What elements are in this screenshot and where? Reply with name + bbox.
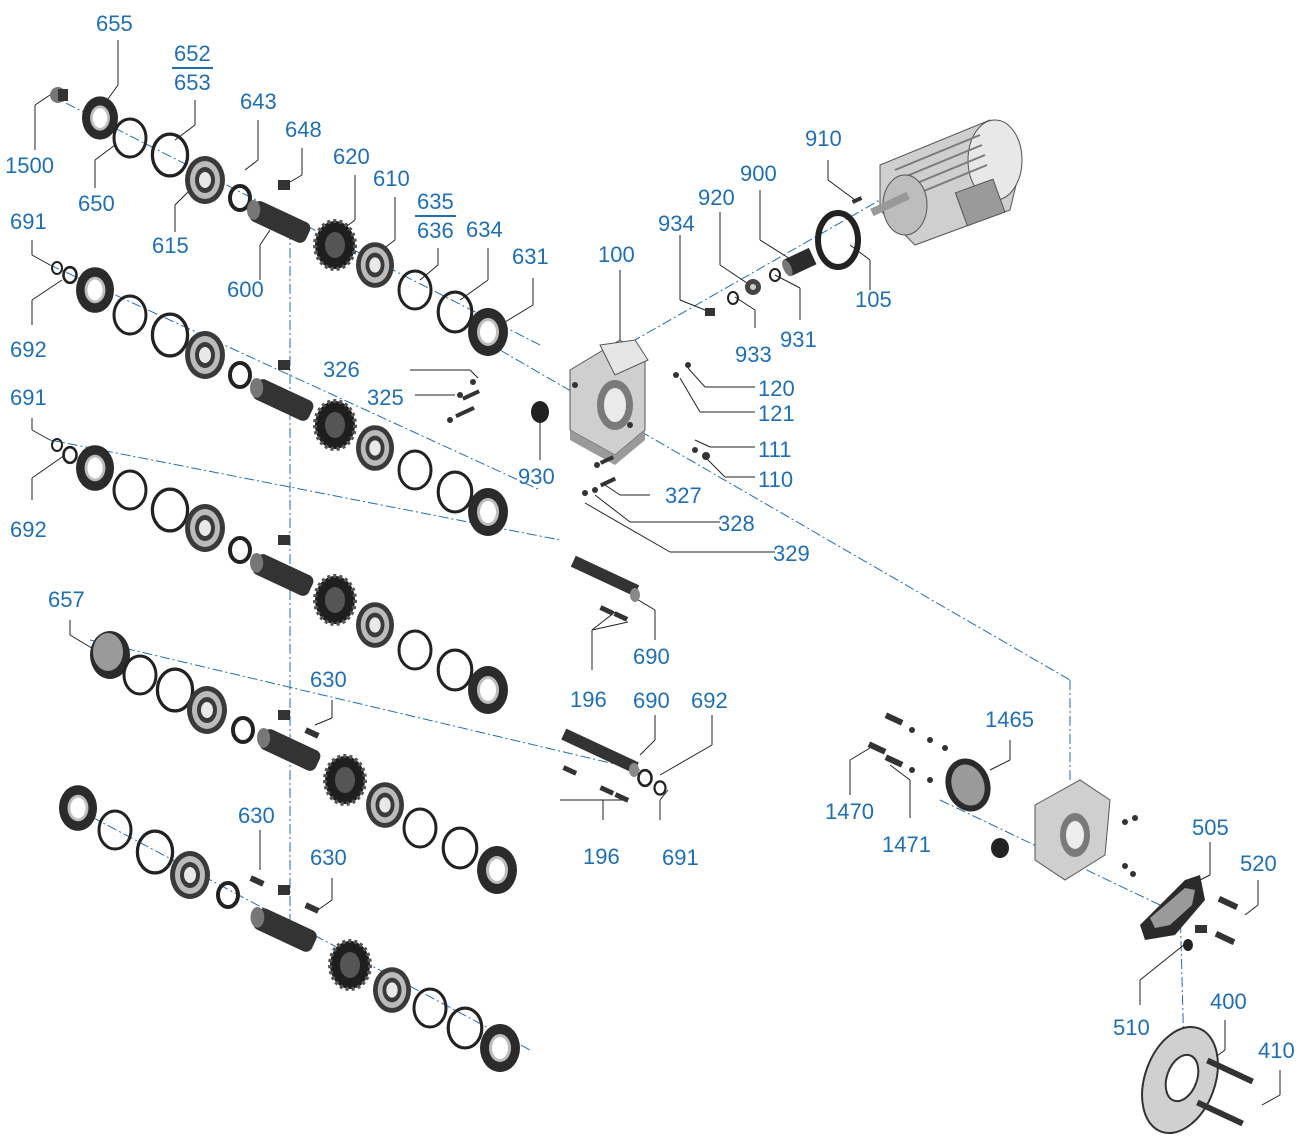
callout-100: 100 <box>598 242 635 267</box>
secondary-housing <box>991 779 1138 881</box>
callout-196-b: 196 <box>583 844 620 869</box>
callout-510: 510 <box>1113 1015 1150 1040</box>
callout-691-c: 691 <box>662 845 699 870</box>
callout-196-a: 196 <box>570 687 607 712</box>
callout-900: 900 <box>740 161 777 186</box>
callout-120: 120 <box>758 376 795 401</box>
callout-630-a: 630 <box>310 667 347 692</box>
output-shaft-upper <box>570 555 640 622</box>
callout-610: 610 <box>373 166 410 191</box>
callout-636: 636 <box>417 218 454 243</box>
callout-934: 934 <box>658 211 695 236</box>
callout-652: 652 <box>172 42 213 69</box>
callout-692-b: 692 <box>10 517 47 542</box>
callout-410: 410 <box>1258 1038 1295 1063</box>
callout-325: 325 <box>367 385 404 410</box>
shaft-assembly-row-2 <box>51 261 508 536</box>
callout-110: 110 <box>758 467 794 492</box>
output-shaft-lower <box>561 728 667 803</box>
callout-933: 933 <box>735 342 772 367</box>
callout-634: 634 <box>466 217 503 242</box>
callout-655: 655 <box>96 11 133 36</box>
cover-1465 <box>945 758 991 812</box>
callout-635: 635 <box>415 190 456 217</box>
callout-920: 920 <box>698 185 735 210</box>
callout-931: 931 <box>780 327 817 352</box>
callout-692-c: 692 <box>691 688 728 713</box>
callout-615: 615 <box>152 233 189 258</box>
housing-fasteners <box>447 362 710 496</box>
callout-650: 650 <box>78 191 115 216</box>
callout-630-b: 630 <box>238 803 275 828</box>
callout-111: 111 <box>758 437 792 462</box>
callout-692-a: 692 <box>10 337 47 362</box>
callout-326: 326 <box>323 357 360 382</box>
callout-328: 328 <box>718 511 755 536</box>
gear-housing <box>569 339 649 465</box>
leader-lines <box>31 40 1281 1106</box>
callout-653: 653 <box>174 70 211 95</box>
callout-121: 121 <box>758 401 795 426</box>
callout-105: 105 <box>855 287 892 312</box>
callout-635-636: 635 636 <box>415 190 456 243</box>
callout-620: 620 <box>333 144 370 169</box>
shaft-assembly-row-3 <box>51 438 508 714</box>
callout-1470: 1470 <box>825 799 874 824</box>
shaft-assembly-row-4 <box>90 631 517 894</box>
shaft-assembly-row-5 <box>59 785 520 1072</box>
electric-motor <box>870 119 1023 246</box>
callout-910: 910 <box>805 126 842 151</box>
callout-631: 631 <box>512 244 549 269</box>
callout-930: 930 <box>518 464 555 489</box>
callout-657: 657 <box>48 587 85 612</box>
input-parts <box>705 196 863 316</box>
cover-bolts <box>867 712 948 783</box>
callout-1471: 1471 <box>882 832 931 857</box>
callout-520: 520 <box>1240 851 1277 876</box>
plug-930 <box>531 401 549 423</box>
callout-329: 329 <box>773 541 810 566</box>
callout-600: 600 <box>227 277 264 302</box>
callout-630-c: 630 <box>310 845 347 870</box>
callout-1465: 1465 <box>985 707 1034 732</box>
callout-652-653: 652 653 <box>172 42 213 95</box>
callout-643: 643 <box>240 89 277 114</box>
callout-690-a: 690 <box>633 644 670 669</box>
callout-327: 327 <box>665 483 702 508</box>
callout-1500: 1500 <box>5 153 54 178</box>
callout-400: 400 <box>1210 989 1247 1014</box>
torque-arm-400 <box>1141 1025 1254 1135</box>
flange-505 <box>1140 875 1239 951</box>
shaft-assembly-row-1 <box>50 87 508 356</box>
callout-690-b: 690 <box>633 688 670 713</box>
callout-691-a: 691 <box>10 209 47 234</box>
callout-648: 648 <box>285 117 322 142</box>
callout-691-b: 691 <box>10 385 47 410</box>
callout-505: 505 <box>1192 815 1229 840</box>
